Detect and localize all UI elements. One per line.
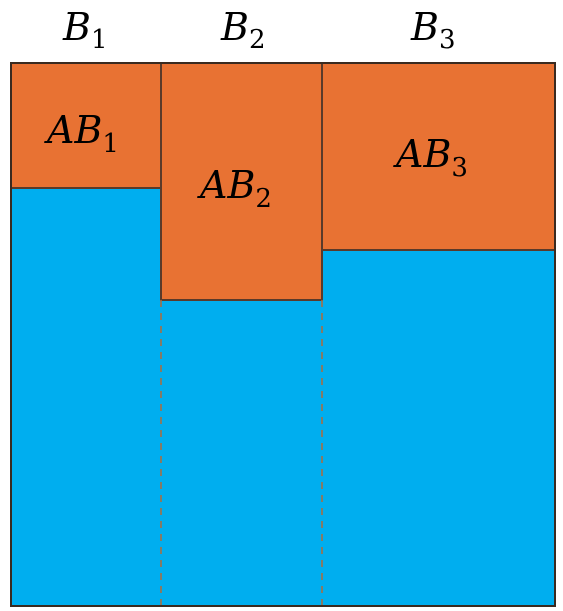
label-b2: B2 <box>220 5 265 55</box>
label-ab2: AB2 <box>197 163 272 214</box>
region-ab3 <box>321 62 556 251</box>
label-ab1: AB1 <box>44 108 119 159</box>
label-ab3: AB3 <box>393 132 468 183</box>
region-ab1 <box>10 62 162 189</box>
label-b3: B3 <box>410 5 455 55</box>
square-border <box>10 62 556 607</box>
label-b1: B1 <box>62 5 107 55</box>
